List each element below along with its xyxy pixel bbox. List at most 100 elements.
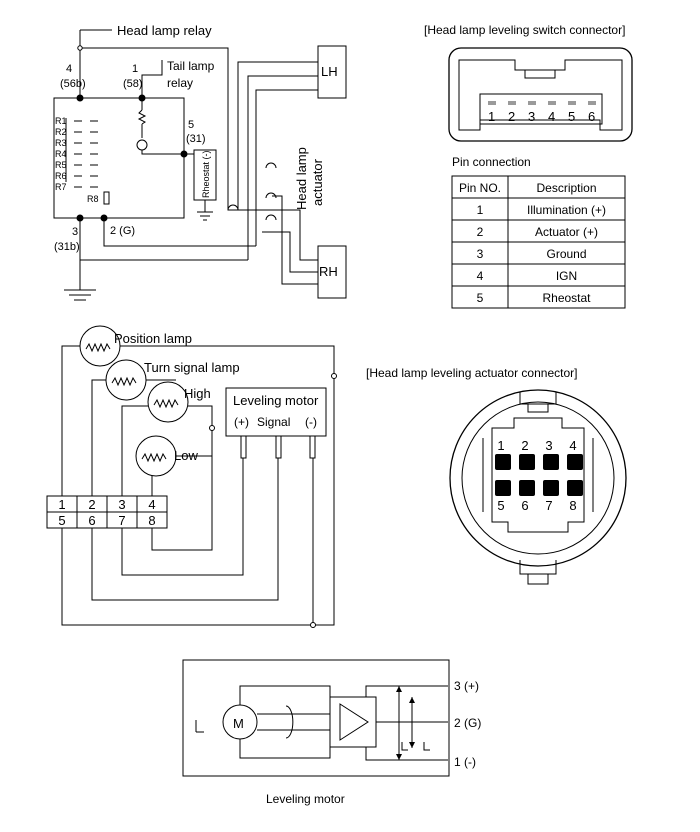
tail-lamp-relay-label-1: Tail lamp bbox=[167, 59, 215, 73]
pin-table-cell: Rheostat bbox=[542, 291, 591, 305]
switch-pin-contact bbox=[528, 101, 536, 105]
junction bbox=[209, 425, 215, 431]
rheostat-label: Rheostat (-) bbox=[201, 150, 211, 198]
motor-label: M bbox=[233, 716, 244, 731]
junction bbox=[77, 45, 83, 51]
r1-label: R1 bbox=[55, 116, 67, 126]
pin-table-cell: 1 bbox=[477, 203, 484, 217]
leveling-motor-section: M 3 (+) 2 (G) 1 (-) Leveling motor bbox=[182, 659, 481, 806]
lh-label: LH bbox=[321, 64, 338, 79]
rh-actuator-box bbox=[317, 245, 347, 299]
r8-label: R8 bbox=[87, 194, 99, 204]
terminal-2-label: 2 (G) bbox=[454, 716, 481, 730]
actuator-pin-label: 3 bbox=[545, 438, 552, 453]
actuator-connector-housing bbox=[491, 417, 585, 533]
actuator-pin-contact bbox=[495, 480, 511, 496]
connector-pin-label: 4 bbox=[148, 497, 155, 512]
resistor-ladder-labels: R1 R2 R3 R4 R5 R6 R7 bbox=[55, 116, 67, 192]
pin-table-cell: 2 bbox=[477, 225, 484, 239]
high-label: High bbox=[184, 386, 211, 401]
connector-pin-label: 7 bbox=[118, 513, 125, 528]
ground-icon bbox=[64, 289, 96, 301]
wire-pin6-signal bbox=[91, 458, 279, 601]
wire-crossover bbox=[265, 192, 277, 221]
actuator-pin-contact bbox=[543, 454, 559, 470]
r3-label: R3 bbox=[55, 138, 67, 148]
wire-rh-3 bbox=[272, 195, 318, 285]
pin1-alt-label: (58) bbox=[123, 78, 143, 90]
r5-label: R5 bbox=[55, 160, 67, 170]
pin-table-cell: Ground bbox=[546, 247, 586, 261]
lamp-wiring-section: Position lamp Turn signal lamp High Low … bbox=[46, 325, 337, 628]
wire-relay-top bbox=[82, 47, 229, 98]
wire-high-lamp bbox=[188, 405, 213, 428]
actuator-connector-top-key bbox=[519, 392, 557, 405]
switch-connector-outer bbox=[448, 47, 633, 142]
wire-pin2-turn bbox=[91, 379, 106, 496]
switch-pin-contact bbox=[548, 101, 556, 105]
voltage-arrows bbox=[398, 686, 413, 760]
pin-table-cell: Actuator (+) bbox=[535, 225, 598, 239]
terminal-1-label: 1 (-) bbox=[454, 755, 476, 769]
switch-body bbox=[53, 97, 185, 219]
pin-table-cell: 4 bbox=[477, 269, 484, 283]
switch-pin-contact bbox=[568, 101, 576, 105]
switch-pin-contact bbox=[488, 101, 496, 105]
wire-bus-1 bbox=[227, 98, 262, 211]
actuator-connector-bottom-key bbox=[527, 574, 549, 585]
actuator-connector-inner-ring bbox=[461, 401, 615, 555]
actuator-connector-outer-ring bbox=[449, 389, 627, 567]
switch-pin-label: 1 bbox=[488, 109, 495, 124]
motor-terminal-signal bbox=[275, 435, 282, 459]
wire-pin3-high bbox=[121, 405, 148, 496]
wire-rh-1 bbox=[262, 209, 318, 261]
r7-label: R7 bbox=[55, 182, 67, 192]
bracket-icon bbox=[195, 720, 204, 733]
turn-signal-lamp-icon bbox=[105, 359, 147, 401]
controller-box bbox=[329, 696, 377, 748]
wire-lh-top bbox=[237, 61, 318, 210]
switch-connector-latch bbox=[524, 70, 556, 79]
tail-lamp-relay-lead bbox=[141, 60, 163, 98]
head-lamp-relay-label: Head lamp relay bbox=[117, 23, 212, 38]
wire-positive-out bbox=[365, 685, 448, 697]
head-lamp-relay-lead bbox=[79, 29, 112, 98]
switch-pin-label: 4 bbox=[548, 109, 555, 124]
pin4-label: 4 bbox=[66, 63, 72, 75]
leveling-motor-label: Leveling motor bbox=[233, 393, 319, 408]
pin-table-header: Pin NO. bbox=[459, 181, 501, 195]
connector-pin-label: 1 bbox=[58, 497, 65, 512]
position-lamp-icon bbox=[79, 325, 121, 367]
low-beam-lamp-icon bbox=[135, 435, 177, 477]
connector-pin-label: 8 bbox=[148, 513, 155, 528]
r2-label: R2 bbox=[55, 127, 67, 137]
switch-pin-label: 3 bbox=[528, 109, 535, 124]
actuator-pin-contact bbox=[567, 454, 583, 470]
switch-connector-inner bbox=[458, 59, 623, 131]
motor-wire-bottom bbox=[239, 739, 331, 759]
actuator-pin-contact bbox=[543, 480, 559, 496]
junction bbox=[310, 622, 316, 628]
actuator-pin-contact bbox=[519, 454, 535, 470]
rh-label: RH bbox=[319, 264, 338, 279]
actuator-connector-top-key bbox=[527, 404, 549, 413]
pin-table-cell: Illumination (+) bbox=[527, 203, 606, 217]
head-lamp-actuator-label-1: Head lamp bbox=[294, 147, 309, 210]
motor-terminal-positive bbox=[240, 435, 247, 459]
motor-wire-top bbox=[239, 685, 331, 705]
wire-lh-2 bbox=[247, 75, 318, 260]
r8-resistor-icon bbox=[103, 191, 110, 205]
actuator-pin-label: 8 bbox=[569, 498, 576, 513]
r6-label: R6 bbox=[55, 171, 67, 181]
connector-cell bbox=[136, 511, 168, 529]
switch-connector-title: [Head lamp leveling switch connector] bbox=[424, 23, 625, 37]
leveling-motor-frame bbox=[182, 659, 450, 777]
pin1-label: 1 bbox=[132, 63, 138, 75]
actuator-connector-bottom-key bbox=[519, 560, 557, 575]
actuator-pin-label: 6 bbox=[521, 498, 528, 513]
wire-lh-3 bbox=[255, 89, 318, 246]
